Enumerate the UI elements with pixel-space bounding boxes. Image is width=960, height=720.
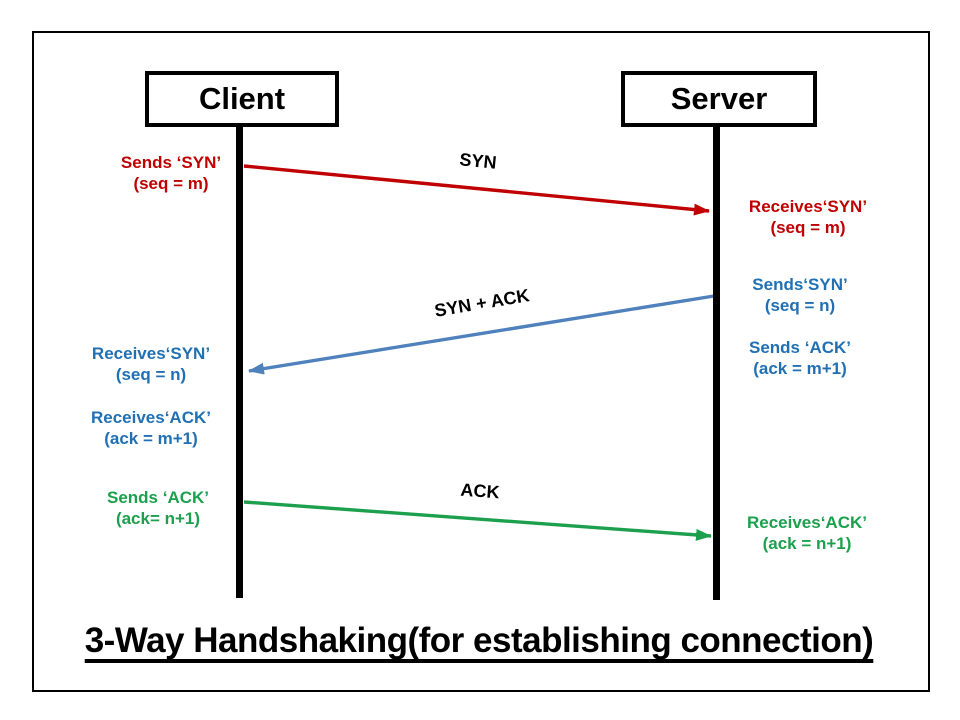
server-actor-label: Server bbox=[670, 81, 768, 116]
note-client-sends-ack: Sends ‘ACK’ (ack= n+1) bbox=[63, 487, 253, 529]
slide-border bbox=[32, 31, 930, 692]
note-line: Receives‘SYN’ bbox=[748, 197, 868, 216]
client-actor-box: Client bbox=[145, 71, 339, 127]
server-actor-box: Server bbox=[621, 71, 817, 127]
note-line: Receives‘ACK’ bbox=[90, 408, 211, 427]
note-server-receives-syn: Receives‘SYN’ (seq = m) bbox=[713, 196, 903, 238]
note-server-receives-ack: Receives‘ACK’ (ack = n+1) bbox=[712, 512, 902, 554]
note-line: Sends ‘SYN’ bbox=[120, 153, 222, 172]
note-client-receives-ack: Receives‘ACK’ (ack = m+1) bbox=[56, 407, 246, 449]
note-line: (ack = m+1) bbox=[753, 359, 847, 378]
note-client-sends-syn: Sends ‘SYN’ (seq = m) bbox=[76, 152, 266, 194]
note-line: Receives‘SYN’ bbox=[91, 344, 211, 363]
note-line: (seq = n) bbox=[764, 296, 836, 315]
client-lifeline bbox=[236, 123, 243, 598]
note-line: (seq = m) bbox=[133, 174, 209, 193]
page-title: 3-Way Handshaking(for establishing conne… bbox=[84, 621, 874, 660]
note-line: (seq = n) bbox=[115, 365, 187, 384]
client-actor-label: Client bbox=[198, 81, 286, 116]
note-line: Receives‘ACK’ bbox=[746, 513, 867, 532]
note-line: Sends ‘ACK’ bbox=[106, 488, 210, 507]
syn-arrow bbox=[243, 164, 710, 216]
ack-arrow bbox=[243, 500, 712, 541]
note-line: (ack = m+1) bbox=[104, 429, 198, 448]
note-line: (ack= n+1) bbox=[115, 509, 201, 528]
note-line: Sends ‘ACK’ bbox=[748, 338, 852, 357]
note-line: (seq = m) bbox=[770, 218, 846, 237]
note-line: Sends‘SYN’ bbox=[752, 275, 848, 294]
note-client-receives-syn: Receives‘SYN’ (seq = n) bbox=[56, 343, 246, 385]
syn-ack-arrow bbox=[248, 294, 715, 375]
note-line: (ack = n+1) bbox=[762, 534, 852, 553]
note-server-sends-syn: Sends‘SYN’ (seq = n) bbox=[705, 274, 895, 316]
server-lifeline bbox=[713, 124, 720, 600]
note-server-sends-ack: Sends ‘ACK’ (ack = m+1) bbox=[705, 337, 895, 379]
